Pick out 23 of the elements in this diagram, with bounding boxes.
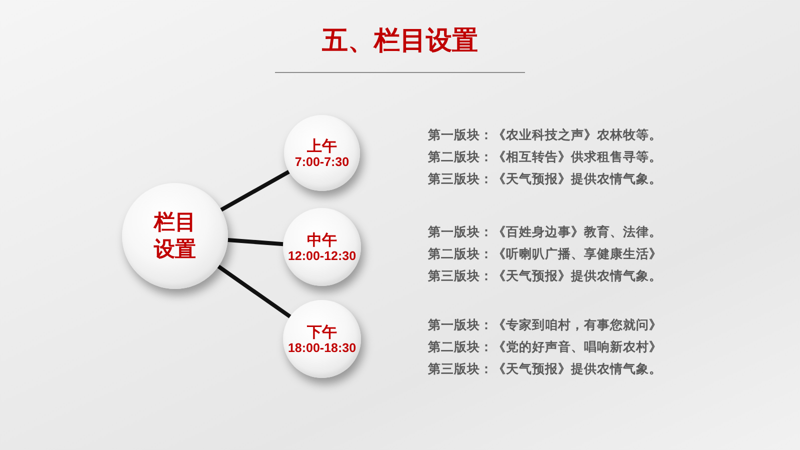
description-text: 第一版块：《百姓身边事》教育、法律。 bbox=[428, 223, 662, 241]
time-label: 7:00-7:30 bbox=[294, 154, 350, 170]
node-heading: 下午 bbox=[307, 322, 337, 340]
description-text: 第一版块：《专家到咱村，有事您就问》 bbox=[428, 316, 662, 334]
description-text: 第一版块：《农业科技之声》农林牧等。 bbox=[428, 126, 662, 144]
description-text: 第三版块：《天气预报》提供农情气象。 bbox=[428, 360, 662, 378]
connector-line bbox=[217, 264, 292, 318]
time-label: 18:00-18:30 bbox=[288, 340, 356, 356]
description-text: 第三版块：《天气预报》提供农情气象。 bbox=[428, 170, 662, 188]
description-text: 第二版块：《听喇叭广播、享健康生活》 bbox=[428, 245, 662, 263]
connector-line bbox=[228, 238, 284, 246]
connector-line bbox=[220, 170, 290, 212]
node-heading: 中午 bbox=[307, 230, 337, 248]
circle-node bbox=[283, 208, 361, 286]
circle-node bbox=[284, 115, 360, 191]
description-text: 第三版块：《天气预报》提供农情气象。 bbox=[428, 267, 662, 285]
node-label: 栏目设置 bbox=[152, 209, 197, 263]
description-text: 第二版块：《党的好声音、唱响新农村》 bbox=[428, 338, 662, 356]
description-text: 第二版块：《相互转告》供求租售寻等。 bbox=[428, 148, 662, 166]
slide-title: 五、栏目设置 bbox=[322, 25, 478, 58]
time-label: 12:00-12:30 bbox=[288, 248, 356, 264]
node-heading: 上午 bbox=[307, 136, 337, 154]
circle-node bbox=[283, 300, 361, 378]
